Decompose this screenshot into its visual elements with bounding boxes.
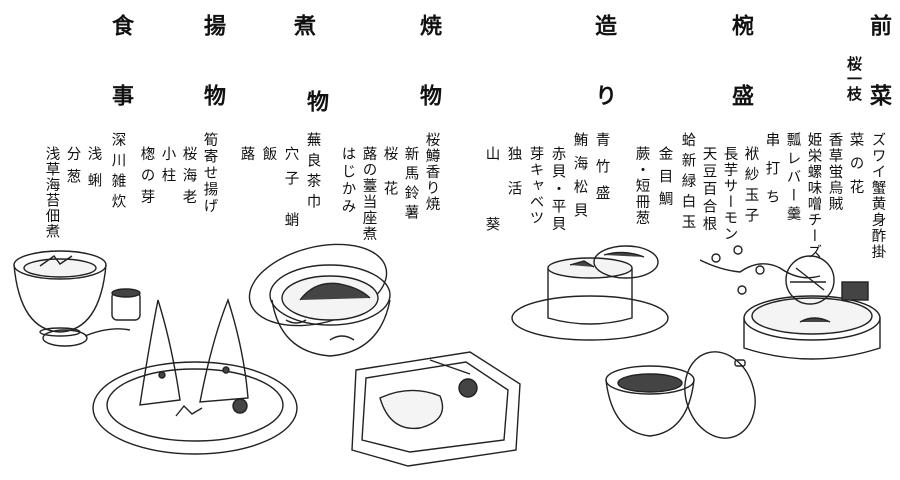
menu-item: 浅草海苔佃煮 <box>43 146 60 239</box>
menu-item: 長芋サーモン <box>721 146 738 242</box>
menu-item: 小柱 <box>159 146 176 189</box>
menu-item: ズワイ蟹黄身酢掛 <box>869 132 886 260</box>
section-title-zensai-bottom: 菜 <box>866 84 892 108</box>
zosui-bowl-illustration <box>13 250 141 347</box>
section-title-shokuji-bottom: 事 <box>108 84 134 108</box>
menu-item: はじかみ <box>339 146 356 216</box>
agemono-plate-illustration <box>92 297 298 455</box>
section-title-nimono-top: 煮 <box>290 14 316 38</box>
section-title-yakimono-bottom: 物 <box>416 84 442 108</box>
menu-item: 蛸 <box>282 212 299 228</box>
menu-item: 青竹盛 <box>593 132 610 212</box>
menu-item: 香草蛍烏賊 <box>826 132 843 212</box>
yakimono-dish-illustration <box>351 351 521 467</box>
menu-item: 桜鱒香り焼 <box>423 132 440 212</box>
section-title-nimono-bottom: 物 <box>303 90 329 114</box>
menu-item: 金目鯛 <box>656 146 673 214</box>
menu-item: 芽キャベツ <box>527 146 544 226</box>
wanmori-bowl-illustration <box>605 351 756 439</box>
nimono-bowl-illustration <box>248 243 391 357</box>
menu-item: 桜海老 <box>180 146 197 211</box>
menu-item: 山葵 <box>483 146 500 287</box>
tsukuri-bamboo-illustration <box>511 245 669 341</box>
menu-item: 分葱 <box>64 146 81 191</box>
menu-item: 袱紗玉子 <box>742 146 759 228</box>
section-title-tsukuri-bottom: り <box>591 84 617 108</box>
menu-item: 楤の芽 <box>138 146 155 211</box>
menu-item: 独活 <box>505 146 522 215</box>
section-title-agemono-bottom: 物 <box>200 84 226 108</box>
menu-item: 蕨・短冊葱 <box>633 146 650 226</box>
menu-item: 新馬鈴薯 <box>402 146 419 224</box>
menu-item: 蛤新緑白玉 <box>679 132 696 235</box>
section-title-wan-bottom: 盛 <box>728 84 754 108</box>
menu-item: 穴子 <box>282 146 299 195</box>
menu-item: 浅蜊 <box>85 146 102 199</box>
menu-item: 姫栄螺味噌チーズ <box>805 132 822 260</box>
zensai-box-illustration <box>699 245 881 360</box>
menu-item: 菜の花 <box>847 132 864 203</box>
menu-item: 串打ち <box>763 132 780 218</box>
menu-item: 桜花 <box>381 146 398 215</box>
section-title-shokuji-top: 食 <box>108 14 134 38</box>
section-sub-zensai: 桜一枝 <box>845 56 863 101</box>
menu-item: 蕗 <box>238 146 255 162</box>
menu-item: 瓢レバー羹 <box>784 132 801 225</box>
menu-item: 蕗の薹当座煮 <box>360 146 377 242</box>
section-title-zensai-top: 前 <box>866 14 892 38</box>
section-title-tsukuri-top: 造 <box>591 14 617 38</box>
menu-item: 飯 <box>260 146 277 162</box>
menu-item: 赤貝・平貝 <box>549 146 566 234</box>
menu-item: 鮪海松貝 <box>571 132 588 226</box>
menu-item: 天豆百合根 <box>700 146 717 234</box>
menu-item: 蕪良茶巾 <box>304 132 321 214</box>
section-title-wan-top: 椀 <box>728 14 754 38</box>
menu-item: 深川雑炊 <box>109 132 126 214</box>
section-title-agemono-top: 揚 <box>200 14 226 38</box>
section-title-yakimono-top: 焼 <box>416 14 442 38</box>
menu-item: 筍寄せ揚げ <box>201 132 218 215</box>
